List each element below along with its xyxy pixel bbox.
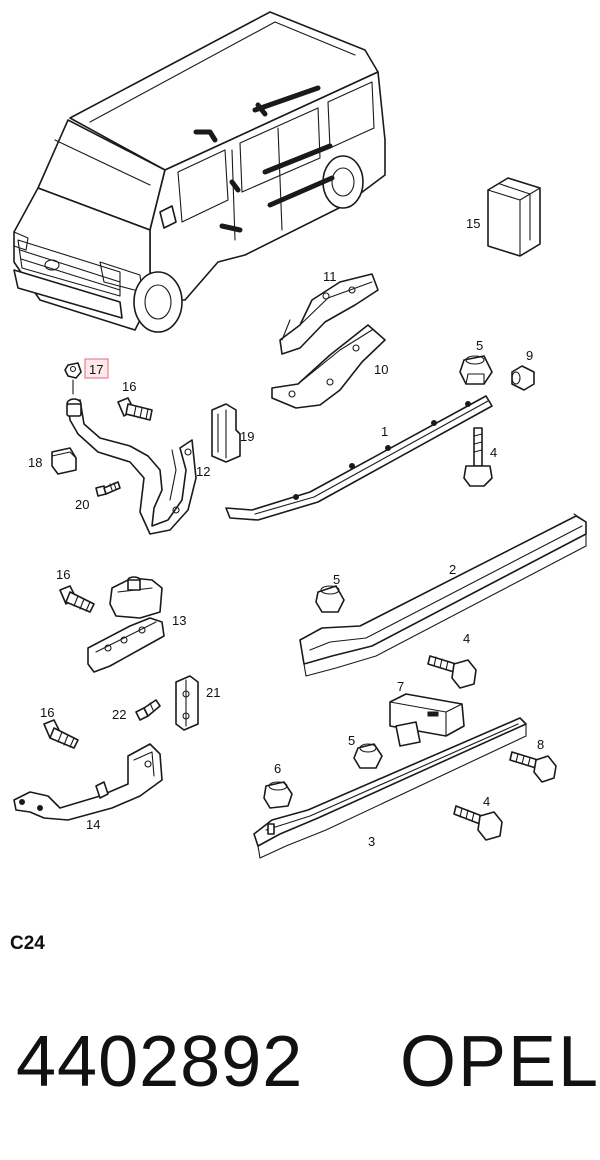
callout-16b[interactable]: 16 bbox=[56, 567, 70, 582]
highlighted-callout-box bbox=[84, 358, 109, 379]
callout-10[interactable]: 10 bbox=[374, 362, 388, 377]
callout-15[interactable]: 15 bbox=[466, 216, 480, 231]
callout-14[interactable]: 14 bbox=[86, 817, 100, 832]
callout-3[interactable]: 3 bbox=[368, 834, 375, 849]
part-4-bolt-lower bbox=[453, 805, 503, 841]
callout-12[interactable]: 12 bbox=[196, 464, 210, 479]
callout-7[interactable]: 7 bbox=[397, 679, 404, 694]
callout-1[interactable]: 1 bbox=[381, 424, 388, 439]
part-21-striker bbox=[175, 675, 199, 731]
callout-5c[interactable]: 5 bbox=[348, 733, 355, 748]
callout-16c[interactable]: 16 bbox=[40, 705, 54, 720]
callout-17[interactable]: 17 bbox=[89, 362, 103, 377]
callout-8[interactable]: 8 bbox=[537, 737, 544, 752]
callout-21[interactable]: 21 bbox=[206, 685, 220, 700]
part-13-hinge bbox=[87, 576, 165, 673]
callout-labels: 17 16 18 12 19 20 11 10 15 5 9 1 4 16 13… bbox=[28, 216, 544, 849]
part-22-screw bbox=[135, 699, 161, 721]
callout-20[interactable]: 20 bbox=[75, 497, 89, 512]
part-1-upper-rail bbox=[225, 395, 493, 521]
part-4-bolt-middle bbox=[427, 655, 477, 689]
callout-4c[interactable]: 4 bbox=[483, 794, 490, 809]
callout-16a[interactable]: 16 bbox=[122, 379, 136, 394]
part-15-end-cap bbox=[487, 177, 541, 257]
part-10-bracket bbox=[271, 324, 386, 409]
part-18-clip bbox=[51, 447, 77, 475]
part-5-nut-top bbox=[459, 355, 493, 385]
part-20-screw bbox=[95, 481, 121, 497]
part-number: 4402892 bbox=[16, 1022, 304, 1102]
part-16-bolt-b bbox=[59, 585, 95, 613]
part-16-bolt-a bbox=[117, 397, 153, 421]
callout-2[interactable]: 2 bbox=[449, 562, 456, 577]
part-17-nut bbox=[64, 362, 82, 395]
exploded-parts-diagram: 17 16 18 12 19 20 11 10 15 5 9 1 4 16 13… bbox=[13, 11, 587, 859]
van-illustration bbox=[13, 11, 386, 333]
callout-5a[interactable]: 5 bbox=[476, 338, 483, 353]
callout-6[interactable]: 6 bbox=[274, 761, 281, 776]
part-12-hinge-bracket bbox=[66, 398, 197, 535]
callout-19[interactable]: 19 bbox=[240, 429, 254, 444]
part-4-bolt-top bbox=[463, 427, 493, 487]
callout-13[interactable]: 13 bbox=[172, 613, 186, 628]
part-7-lock bbox=[389, 693, 465, 747]
part-3-lower-rail bbox=[253, 717, 527, 859]
part-2-middle-rail bbox=[299, 513, 587, 677]
callout-4a[interactable]: 4 bbox=[490, 445, 497, 460]
callout-18[interactable]: 18 bbox=[28, 455, 42, 470]
callout-5b[interactable]: 5 bbox=[333, 572, 340, 587]
part-6-bush bbox=[263, 781, 293, 809]
part-5-nut-middle bbox=[315, 585, 345, 613]
brand-name: OPEL bbox=[400, 1022, 600, 1102]
part-19-guide-block bbox=[211, 403, 241, 463]
part-8-bolt bbox=[509, 751, 557, 783]
part-14-hinge-bracket bbox=[13, 743, 163, 821]
callout-9[interactable]: 9 bbox=[526, 348, 533, 363]
callout-22[interactable]: 22 bbox=[112, 707, 126, 722]
part-5-nut-lower bbox=[353, 743, 383, 769]
figure-code: C24 bbox=[10, 933, 45, 954]
callout-4b[interactable]: 4 bbox=[463, 631, 470, 646]
part-11-bracket bbox=[279, 273, 379, 355]
part-9-plug bbox=[511, 365, 535, 391]
part-16-bolt-c bbox=[43, 719, 79, 749]
callout-11[interactable]: 11 bbox=[323, 269, 337, 284]
